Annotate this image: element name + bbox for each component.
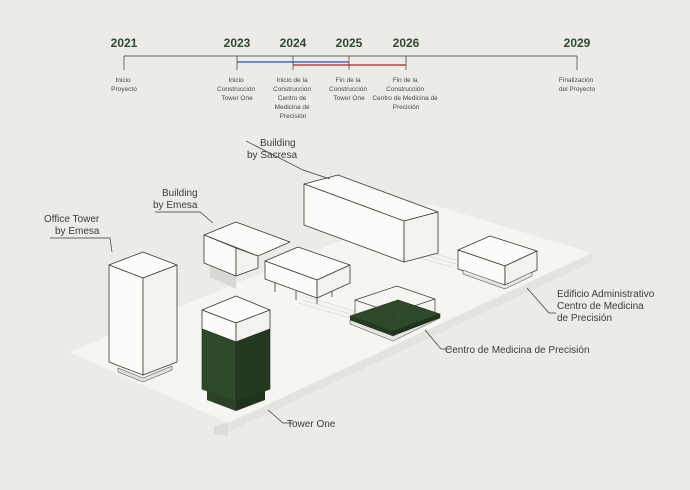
building-centro-medicina [349,285,441,342]
emesa-left-wing-side [235,247,259,277]
office-tower-base [117,365,173,383]
event-inicio-centro: Inicio de la Construcción Centro de Medi… [273,77,313,120]
centro-slab-side [393,314,440,336]
building-edificio-administrativo [457,235,538,290]
sacresa-side [403,211,439,263]
year-2024: 2024 [280,36,307,50]
label-centro-medicina: Centro de Medicina de Precisión [445,345,590,356]
event-fin-tower-one: Fin de la Construcción Tower One [329,77,369,102]
building-tower-one [201,295,271,411]
event-inicio-tower-one: Inicio Construcción Tower One [217,77,257,102]
label-edificio-administrativo: Edificio Administrativo Centro de Medici… [557,289,657,324]
building-sacresa [303,174,439,263]
timeline-ticks [123,56,578,70]
event-fin-centro: Fin de la Construcción Centro de Medicin… [372,77,439,111]
tower-one-podium-front [207,390,236,411]
event-inicio-proyecto: Inicio Proyecto [111,77,137,93]
year-2023: 2023 [224,36,251,50]
platform-step [214,423,228,436]
building-office-tower [108,251,178,383]
tower-one-podium-side [236,390,265,411]
emesa-left-wing-roof [203,221,291,257]
leader-sacresa [245,140,331,180]
leader-lines [50,140,556,424]
label-building-sacresa: Building by Sacresa [247,138,298,161]
leader-centro [424,329,452,350]
year-2029: 2029 [564,36,591,50]
centro-slab-front [350,316,393,336]
label-office-tower: Office Tower by Emesa [44,214,102,237]
year-2021: 2021 [111,36,138,50]
edificio-base [462,269,533,290]
tower-one-highlight-side [235,328,271,403]
timeline: 2021 2023 2024 2025 2026 2029 Inicio Pro… [111,36,596,120]
building-emesa [203,221,351,304]
office-tower-front [108,264,144,376]
leader-tower-one [267,409,292,424]
centro-glass-edges [354,299,436,329]
leader-edificio [526,287,556,314]
event-finalizacion: Finalización del Proyecto [559,77,596,93]
edificio-side [504,250,538,286]
year-2025: 2025 [336,36,363,50]
label-building-emesa: Building by Emesa [153,188,200,211]
office-tower-side [142,264,178,376]
leader-office-tower [50,237,113,253]
emesa-right-wing-side [316,264,351,299]
emesa-pilotis [274,283,333,304]
platform-front-edge [228,253,592,432]
label-tower-one: Tower One [287,419,336,430]
year-2026: 2026 [393,36,420,50]
emesa-shadow [210,264,236,289]
leader-emesa [155,211,214,224]
